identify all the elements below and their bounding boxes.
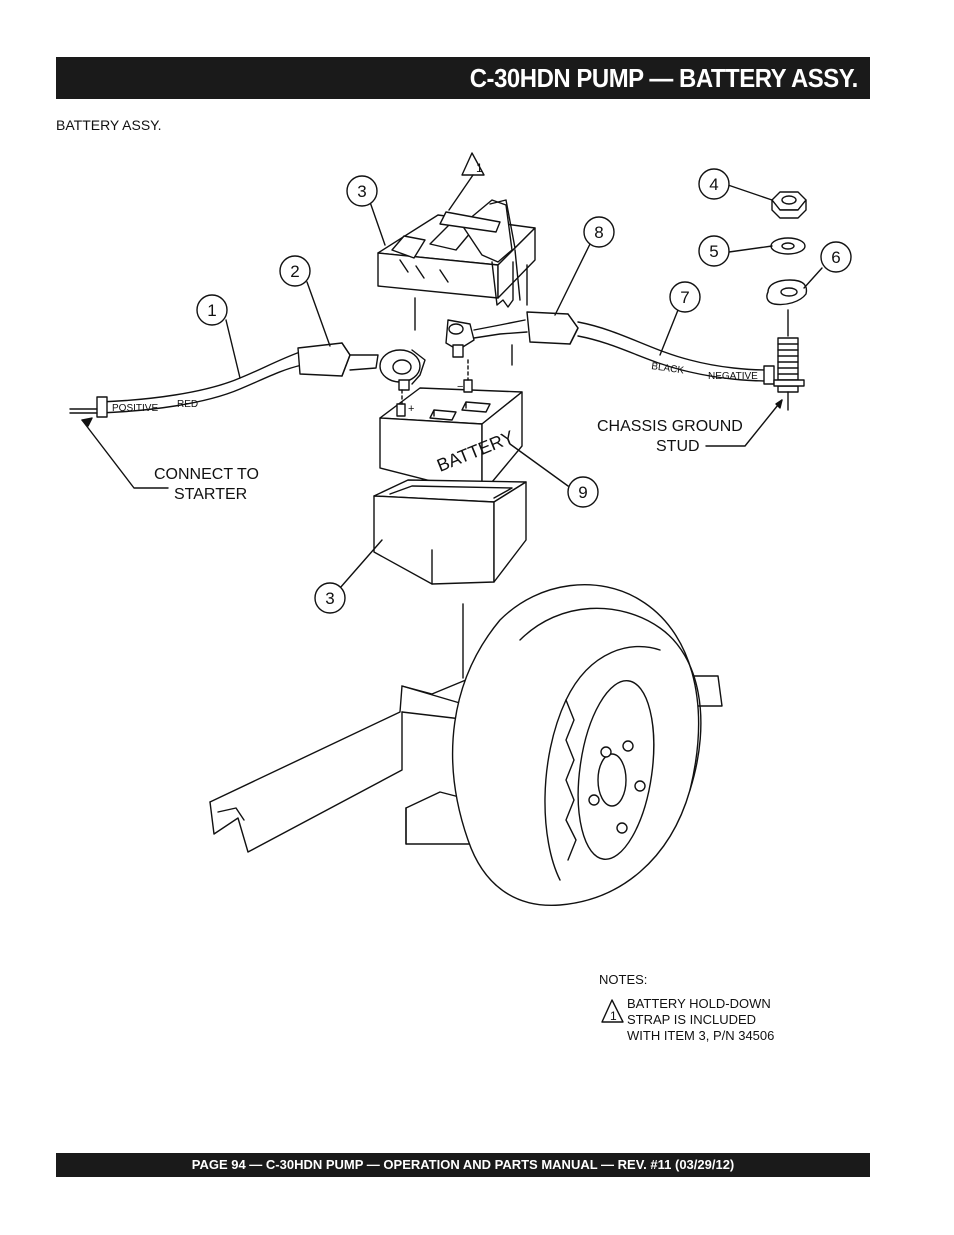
footer-text: PAGE 94 — C-30HDN PUMP — OPERATION AND P… xyxy=(191,1157,735,1172)
callout-7 xyxy=(669,281,701,313)
svg-text:POSITIVE: POSITIVE xyxy=(112,403,158,414)
callout-2 xyxy=(279,255,311,287)
callout-1 xyxy=(196,294,228,326)
page-header: C-30HDN PUMP — BATTERY ASSY. xyxy=(56,57,870,99)
svg-text:5: 5 xyxy=(709,242,718,261)
svg-text:3: 3 xyxy=(325,589,334,608)
svg-text:1: 1 xyxy=(207,301,216,320)
svg-text:2: 2 xyxy=(290,262,299,281)
note-line-1: BATTERY HOLD-DOWN xyxy=(627,996,771,1011)
chassis-ground-stud xyxy=(773,309,805,411)
positive-cable: POSITIVE RED xyxy=(69,342,426,418)
battery: + − BATTERY xyxy=(379,359,523,495)
notes-block: NOTES: BATTERY HOLD-DOWN STRAP IS INCLUD… xyxy=(599,972,774,1044)
callout-6 xyxy=(820,241,852,273)
page-footer: PAGE 94 — C-30HDN PUMP — OPERATION AND P… xyxy=(56,1153,870,1177)
lock-washer xyxy=(770,237,806,255)
page-title: C-30HDN PUMP — BATTERY ASSY. xyxy=(469,63,859,93)
svg-text:3: 3 xyxy=(357,182,366,201)
callout-3-strap xyxy=(346,175,378,207)
hex-nut xyxy=(771,191,807,219)
stud-label: STUD xyxy=(656,438,700,455)
ring-terminal xyxy=(766,279,808,306)
svg-text:BLACK: BLACK xyxy=(651,361,685,377)
svg-text:8: 8 xyxy=(594,223,603,242)
callout-3-tray xyxy=(314,582,346,614)
notes-triangle-icon: 1 xyxy=(601,999,624,1023)
svg-text:RED: RED xyxy=(177,399,198,410)
svg-text:NEGATIVE: NEGATIVE xyxy=(708,371,758,382)
battery-tray xyxy=(373,479,527,585)
note-marker-triangle: 1 xyxy=(448,152,485,211)
callout-4 xyxy=(698,168,730,200)
callout-8 xyxy=(583,216,615,248)
note-line-3: WITH ITEM 3, P/N 34506 xyxy=(627,1028,775,1043)
callout-9 xyxy=(567,476,599,508)
connect-to-label: CONNECT TO xyxy=(154,466,259,483)
svg-text:+: + xyxy=(408,403,414,415)
svg-text:1: 1 xyxy=(476,161,483,175)
note-line-2: STRAP IS INCLUDED xyxy=(627,1012,757,1027)
svg-text:9: 9 xyxy=(578,483,587,502)
chassis-ground-label: CHASSIS GROUND xyxy=(597,418,743,435)
trailer-wheel xyxy=(451,584,702,907)
svg-text:−: − xyxy=(457,381,463,393)
negative-cable: BLACK NEGATIVE xyxy=(445,311,775,385)
callout-5 xyxy=(698,235,730,267)
svg-text:7: 7 xyxy=(680,288,689,307)
section-subtitle: BATTERY ASSY. xyxy=(56,117,162,133)
hold-down-strap xyxy=(377,199,536,308)
svg-text:6: 6 xyxy=(831,248,840,267)
notes-heading: NOTES: xyxy=(599,972,648,987)
svg-text:4: 4 xyxy=(709,175,718,194)
starter-label: STARTER xyxy=(174,486,247,503)
svg-text:1: 1 xyxy=(610,1009,617,1023)
